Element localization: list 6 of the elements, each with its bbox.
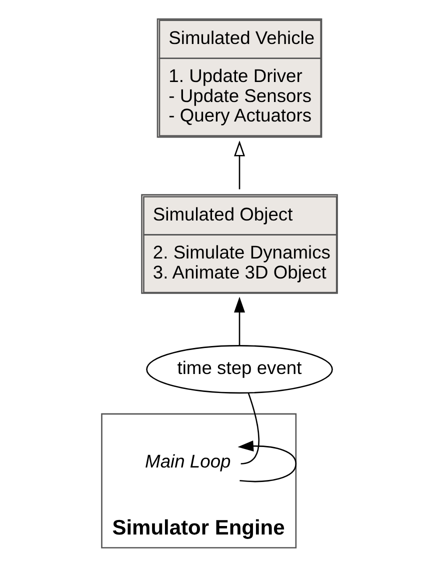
arrow [234,140,246,190]
node-ellipse: time step event [146,345,333,394]
node-text: Main Loop [145,450,231,472]
arrow [234,296,246,346]
arrow [238,440,297,482]
connector [240,392,260,464]
